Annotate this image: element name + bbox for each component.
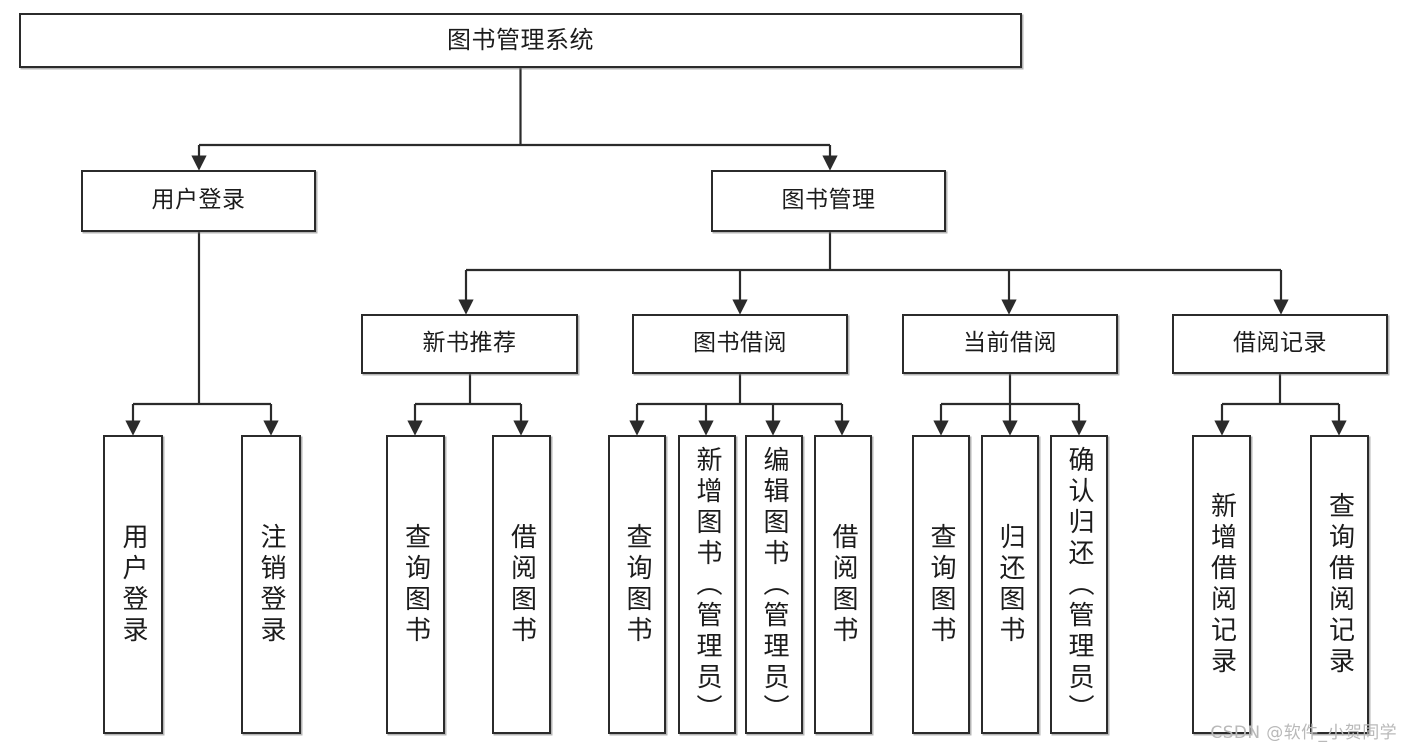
leaf-add-record[interactable]: 新增借阅记录	[1192, 435, 1251, 734]
node-label: 查询图书	[926, 522, 956, 647]
leaf-logout[interactable]: 注销登录	[241, 435, 301, 734]
leaf-borrow-book-1[interactable]: 借阅图书	[492, 435, 551, 734]
node-label: 查询图书	[622, 522, 652, 647]
node-label: 新书推荐	[422, 330, 517, 357]
node-label: 编辑图书（管理员）	[759, 446, 789, 725]
node-label: 查询借阅记录	[1324, 491, 1355, 678]
node-label: 图书管理系统	[447, 26, 594, 55]
leaf-edit-book[interactable]: 编辑图书（管理员）	[745, 435, 803, 734]
leaf-query-book-3[interactable]: 查询图书	[912, 435, 970, 734]
node-label: 新增借阅记录	[1206, 491, 1237, 678]
node-label: 归还图书	[995, 522, 1025, 647]
node-root-system[interactable]: 图书管理系统	[19, 13, 1022, 68]
watermark-text: CSDN @软件_小贺同学	[1210, 723, 1397, 743]
leaf-query-record[interactable]: 查询借阅记录	[1310, 435, 1369, 734]
leaf-query-book-1[interactable]: 查询图书	[386, 435, 445, 734]
node-label: 新增图书（管理员）	[692, 446, 722, 725]
node-label: 注销登录	[256, 522, 286, 647]
node-label: 图书借阅	[693, 330, 787, 357]
leaf-confirm-return[interactable]: 确认归还（管理员）	[1050, 435, 1108, 734]
leaf-return-book[interactable]: 归还图书	[981, 435, 1039, 734]
leaf-user-login[interactable]: 用户登录	[103, 435, 163, 734]
node-new-book-recommend[interactable]: 新书推荐	[361, 314, 578, 374]
node-label: 查询图书	[400, 522, 431, 647]
leaf-query-book-2[interactable]: 查询图书	[608, 435, 666, 734]
node-book-borrow[interactable]: 图书借阅	[632, 314, 848, 374]
node-current-borrow[interactable]: 当前借阅	[902, 314, 1118, 374]
node-label: 用户登录	[118, 522, 148, 647]
node-book-manage[interactable]: 图书管理	[711, 170, 946, 232]
node-borrow-record[interactable]: 借阅记录	[1172, 314, 1388, 374]
node-label: 当前借阅	[963, 330, 1057, 357]
leaf-borrow-book-2[interactable]: 借阅图书	[814, 435, 872, 734]
node-label: 借阅记录	[1233, 330, 1327, 357]
node-user-login[interactable]: 用户登录	[81, 170, 316, 232]
node-label: 确认归还（管理员）	[1064, 446, 1094, 725]
leaf-add-book[interactable]: 新增图书（管理员）	[678, 435, 736, 734]
node-label: 用户登录	[151, 187, 246, 214]
node-label: 图书管理	[781, 187, 876, 214]
node-label: 借阅图书	[506, 522, 537, 647]
node-label: 借阅图书	[828, 522, 858, 647]
